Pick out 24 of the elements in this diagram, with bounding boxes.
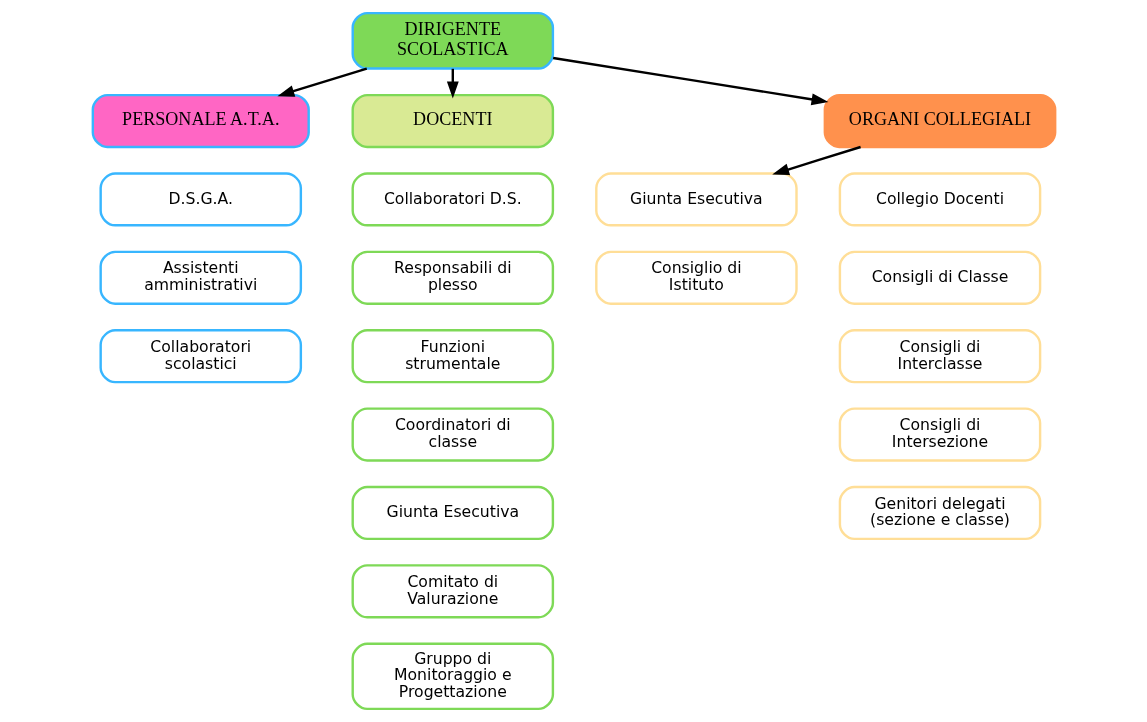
node-box: Giunta Esecutiva	[594, 172, 798, 227]
node-box: Coordinatori di classe	[351, 407, 554, 462]
node-box: Consigli di Interclasse	[838, 329, 1041, 384]
node-box: Giunta Esecutiva	[351, 485, 554, 541]
arrow	[276, 67, 367, 97]
node-box: Consiglio di Istituto	[594, 250, 798, 305]
arrow	[552, 56, 828, 106]
node-box: Assistenti amministrativi	[98, 250, 302, 305]
node-box: Gruppo di Monitoraggio e Progettazione	[351, 642, 554, 711]
node-box: Collaboratori scolastici	[98, 329, 302, 384]
node-box: Consigli di Intersezione	[838, 407, 1041, 462]
node-box: PERSONALE A.T.A.	[91, 93, 310, 149]
node-box: DIRIGENTE SCOLASTICA	[351, 11, 554, 70]
node-box: Collegio Docenti	[838, 172, 1041, 227]
node-box: Comitato di Valurazione	[351, 564, 554, 619]
arrow	[771, 145, 861, 176]
node-box: Genitori delegati (sezione e classe)	[838, 485, 1041, 541]
node-box: Responsabili di plesso	[351, 250, 554, 305]
node-box: ORGANI COLLEGIALI	[823, 93, 1056, 149]
node-box: DOCENTI	[351, 93, 554, 149]
node-box: Consigli di Classe	[838, 250, 1041, 305]
node-box: Funzioni strumentale	[351, 329, 554, 384]
node-box: D.S.G.A.	[98, 172, 302, 227]
node-box: Collaboratori D.S.	[351, 172, 554, 227]
